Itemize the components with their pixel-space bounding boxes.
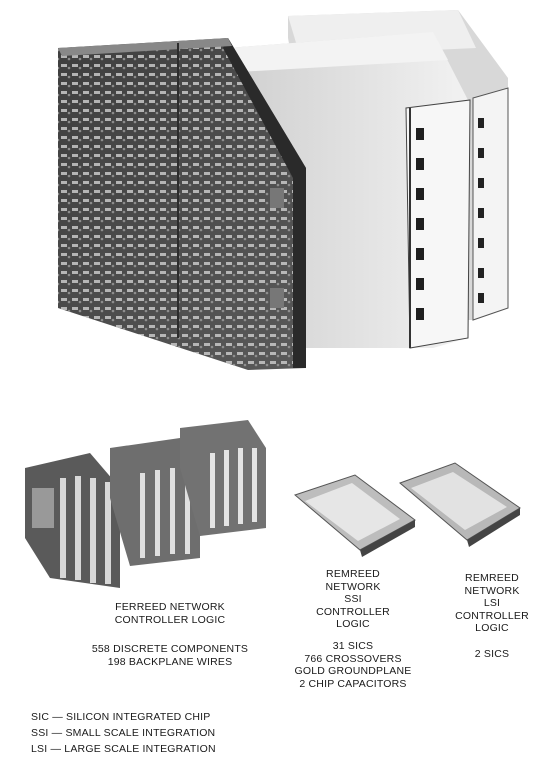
ferreed-card-middle (110, 438, 200, 566)
open-circuit-board (58, 38, 306, 370)
remreed-ssi-card-photo (293, 474, 416, 557)
legend-sic: SIC — SILICON INTEGRATED CHIP (31, 711, 211, 723)
remreed-lsi-caption-details: 2 SICS (474, 648, 510, 660)
remreed-lsi-card-photo (399, 462, 521, 547)
ferreed-card-right (180, 420, 266, 536)
ferreed-caption-title: FERREED NETWORK CONTROLLER LOGIC (114, 601, 226, 626)
ferreed-controller-photo (25, 420, 266, 588)
remreed-lsi-caption-title: REMREED NETWORK LSI CONTROLLER LOGIC (455, 572, 529, 634)
legend-ssi: SSI — SMALL SCALE INTEGRATION (31, 727, 216, 739)
ferreed-caption-details: 558 DISCRETE COMPONENTS 198 BACKPLANE WI… (91, 643, 249, 668)
top-module-photo (58, 10, 509, 370)
ferreed-card-left (25, 453, 120, 588)
abbreviation-legend: SIC — SILICON INTEGRATED CHIP SSI — SMAL… (31, 709, 216, 757)
remreed-ssi-caption-details: 31 SICS 766 CROSSOVERS GOLD GROUNDPLANE … (294, 640, 412, 690)
remreed-ssi-caption-title: REMREED NETWORK SSI CONTROLLER LOGIC (316, 568, 390, 630)
legend-lsi: LSI — LARGE SCALE INTEGRATION (31, 743, 216, 755)
